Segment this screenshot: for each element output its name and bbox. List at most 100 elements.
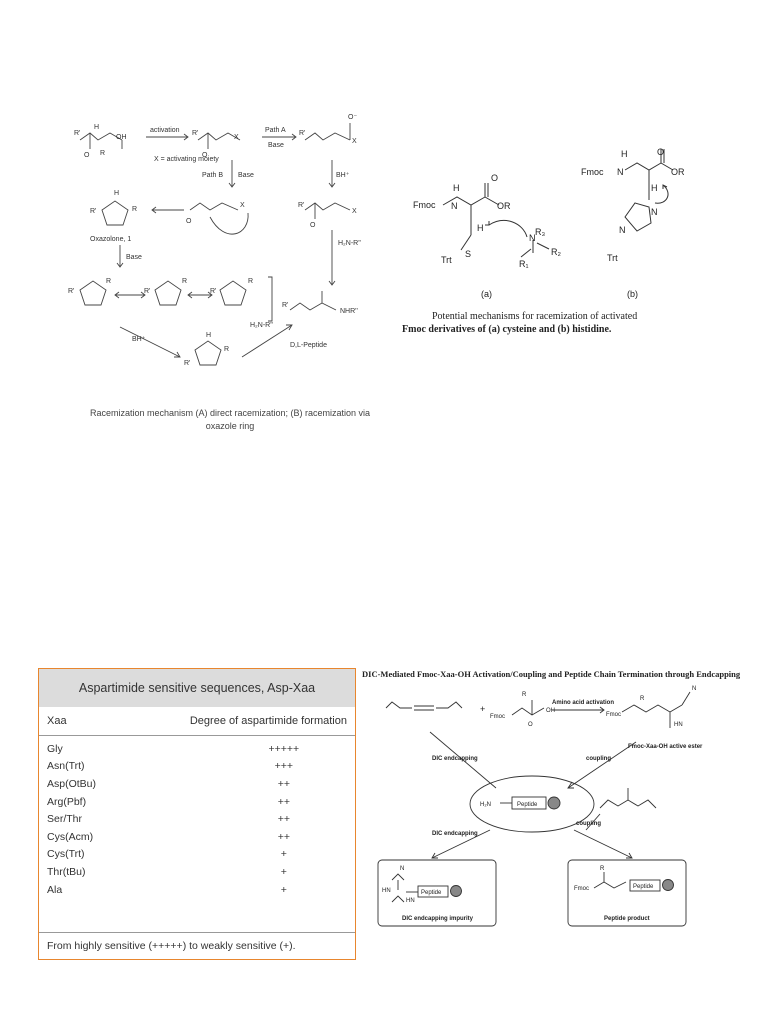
label-path-a: Path A bbox=[265, 127, 286, 134]
svg-text:N: N bbox=[400, 866, 404, 872]
label-path-b: Path B bbox=[202, 172, 223, 179]
cell-degree: ++ bbox=[277, 795, 290, 808]
svg-text:O⁻: O⁻ bbox=[348, 114, 357, 121]
or-b: OR bbox=[671, 167, 685, 177]
svg-text:R: R bbox=[182, 278, 187, 285]
cell-degree: +++ bbox=[274, 760, 294, 773]
svg-text:X: X bbox=[240, 202, 245, 209]
fmoc-b: Fmoc bbox=[581, 167, 604, 177]
svg-text:R: R bbox=[522, 692, 527, 698]
svg-text:R': R' bbox=[74, 130, 80, 137]
table-header-row: Xaa Degree of aspartimide formation bbox=[39, 707, 355, 736]
fmoc-label-1: Fmoc bbox=[490, 714, 505, 720]
svg-text:N: N bbox=[692, 686, 696, 692]
svg-text:O: O bbox=[491, 173, 498, 183]
label-dic-endcapping-2: DIC endcapping bbox=[432, 831, 478, 837]
svg-text:HN: HN bbox=[674, 722, 683, 728]
label-base-3: Base bbox=[126, 254, 142, 261]
table-title: Aspartimide sensitive sequences, Asp-Xaa bbox=[39, 669, 355, 707]
cell-degree: ++ bbox=[277, 830, 290, 843]
label-peptide-center: Peptide bbox=[517, 802, 538, 808]
plus-sign: + bbox=[480, 704, 485, 714]
label-base-1: Base bbox=[268, 142, 284, 149]
table-row: Gly+++++ bbox=[39, 740, 355, 758]
cell-degree: + bbox=[280, 848, 287, 861]
table-footer: From highly sensitive (+++++) to weakly … bbox=[39, 932, 355, 959]
svg-text:R: R bbox=[224, 346, 229, 353]
caption-fmoc-line1: Potential mechanisms for racemization of… bbox=[432, 311, 638, 322]
svg-text:R': R' bbox=[298, 202, 304, 209]
svg-text:H: H bbox=[621, 149, 628, 159]
svg-text:X: X bbox=[352, 138, 357, 145]
svg-text:OH: OH bbox=[116, 134, 127, 141]
svg-text:S: S bbox=[465, 249, 471, 259]
label-dic-endcapping-1: DIC endcapping bbox=[432, 756, 478, 762]
r3: R₃ bbox=[535, 227, 545, 237]
label-h2n-2: H₂N-R'' bbox=[250, 322, 273, 329]
svg-text:OH: OH bbox=[546, 708, 555, 714]
table-row: Asp(OtBu) ++ bbox=[39, 775, 355, 793]
label-bh-2: BH⁺ bbox=[132, 336, 146, 343]
svg-text:Peptide: Peptide bbox=[633, 884, 654, 890]
label-h2n-1: H₂N-R'' bbox=[338, 240, 361, 247]
cell-degree: + bbox=[280, 865, 287, 878]
figure-dic-title: DIC-Mediated Fmoc-Xaa-OH Activation/Coup… bbox=[362, 669, 741, 679]
cell-xaa: Asp(OtBu) bbox=[47, 777, 97, 790]
svg-text:HN: HN bbox=[382, 888, 391, 894]
cell-degree: ++ bbox=[277, 777, 290, 790]
or-a: OR bbox=[497, 201, 511, 211]
trt-a: Trt bbox=[441, 255, 452, 265]
cell-degree: +++++ bbox=[268, 742, 300, 755]
svg-text:O: O bbox=[657, 147, 664, 157]
label-base-2: Base bbox=[238, 172, 254, 179]
table-body: Gly+++++ Asn(Trt)+++ Asp(OtBu)++ Arg(Pbf… bbox=[39, 736, 355, 898]
caption-fmoc-mechanisms: Potential mechanisms for racemization of… bbox=[402, 310, 732, 336]
table-row: Ser/Thr ++ bbox=[39, 810, 355, 828]
cell-xaa: Arg(Pbf) bbox=[47, 795, 87, 808]
label-box1-caption: DIC endcapping impurity bbox=[402, 916, 474, 922]
label-amino-activation: Amino acid activation bbox=[552, 700, 614, 706]
cell-xaa: Cys(Acm) bbox=[47, 830, 94, 843]
svg-text:HN: HN bbox=[406, 898, 415, 904]
aspartimide-table: Aspartimide sensitive sequences, Asp-Xaa… bbox=[38, 668, 356, 960]
svg-text:H: H bbox=[477, 223, 484, 233]
table-row: Arg(Pbf) ++ bbox=[39, 793, 355, 811]
svg-text:O: O bbox=[310, 222, 316, 229]
label-b: (b) bbox=[627, 289, 638, 299]
caption-racemization: Racemization mechanism (A) direct racemi… bbox=[60, 407, 400, 433]
label-coupling-1: coupling bbox=[586, 756, 611, 762]
svg-text:R: R bbox=[248, 278, 253, 285]
cell-xaa: Ser/Thr bbox=[47, 813, 83, 826]
svg-text:H: H bbox=[206, 332, 211, 339]
svg-text:O: O bbox=[202, 152, 208, 159]
svg-text:R': R' bbox=[192, 130, 198, 137]
cell-degree: ++ bbox=[277, 813, 290, 826]
svg-text:R': R' bbox=[90, 208, 96, 215]
svg-text:R': R' bbox=[184, 360, 190, 367]
label-oxazolone: Oxazolone, 1 bbox=[90, 236, 131, 243]
label-nhr: NHR'' bbox=[340, 308, 358, 315]
svg-text:Peptide: Peptide bbox=[421, 890, 442, 896]
table-row: Cys(Trt) + bbox=[39, 846, 355, 864]
caption-racemization-line1: Racemization mechanism (A) direct racemi… bbox=[89, 408, 371, 418]
table-row: Asn(Trt)+++ bbox=[39, 758, 355, 776]
svg-text:O: O bbox=[528, 722, 533, 728]
label-activation: activation bbox=[150, 127, 180, 134]
fmoc-label-2: Fmoc bbox=[574, 886, 589, 892]
svg-text:N: N bbox=[617, 167, 624, 177]
label-a: (a) bbox=[481, 289, 492, 299]
cell-xaa: Thr(tBu) bbox=[47, 865, 86, 878]
svg-text:H: H bbox=[453, 183, 460, 193]
svg-text:H: H bbox=[651, 183, 658, 193]
table-row: Cys(Acm) ++ bbox=[39, 828, 355, 846]
svg-text:R: R bbox=[100, 150, 105, 157]
label-dl-peptide: D,L-Peptide bbox=[290, 342, 327, 349]
r1: R₁ bbox=[519, 259, 529, 269]
cell-xaa: Cys(Trt) bbox=[47, 848, 85, 861]
svg-text:X: X bbox=[352, 208, 357, 215]
trt-b: Trt bbox=[607, 253, 618, 263]
svg-text:O: O bbox=[84, 152, 90, 159]
